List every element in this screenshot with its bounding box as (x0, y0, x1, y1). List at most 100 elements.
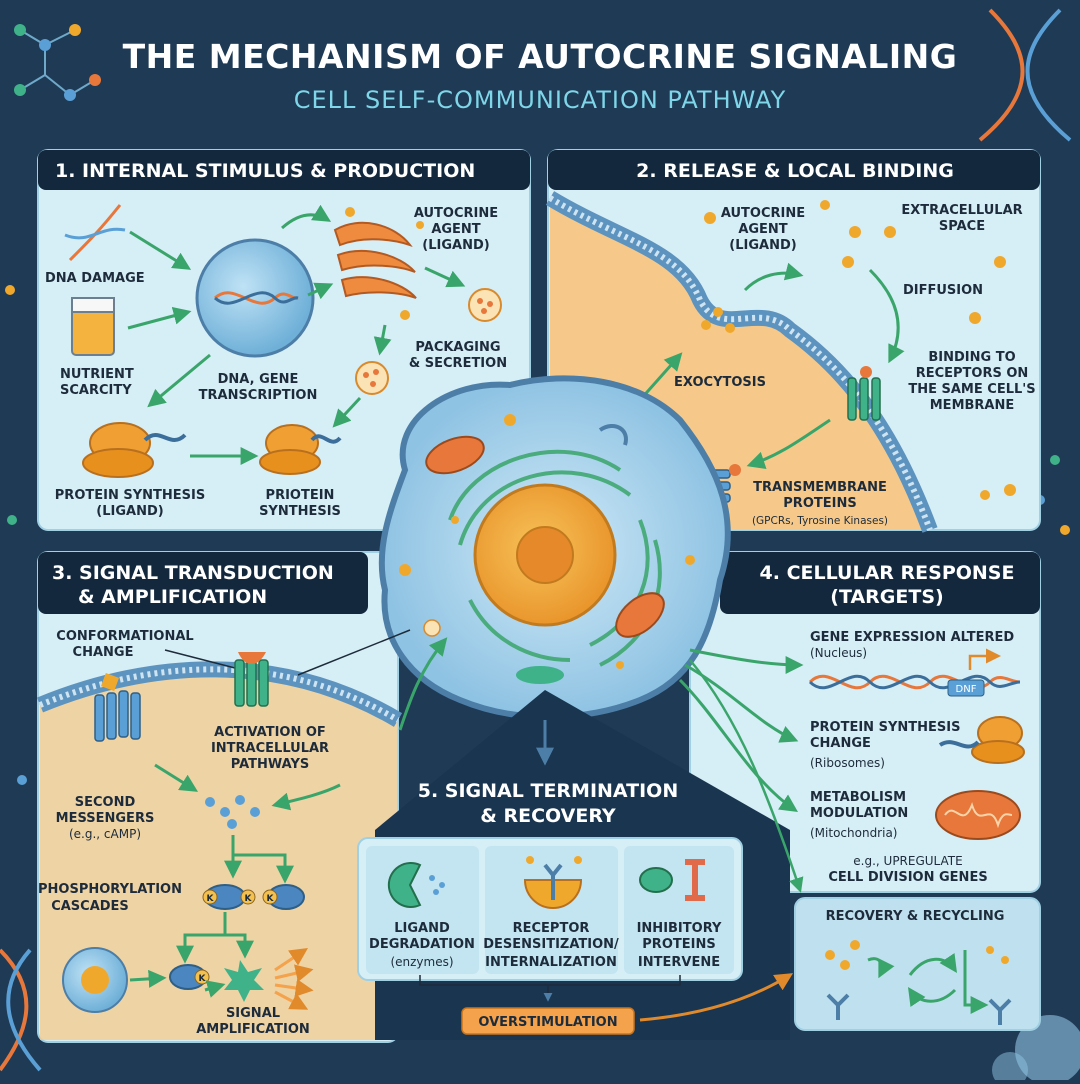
phos-label-1: PHOSPHORYLATION (38, 882, 182, 897)
kinase-badge-4 (194, 969, 210, 985)
response-ribosome-icon (938, 716, 1025, 764)
recovery-label: RECOVERY & RECYCLING (826, 909, 1005, 924)
space-label-2: SPACE (939, 219, 985, 234)
second-messenger-dots-icon (205, 795, 260, 829)
panel1-agent-label-3: (LIGAND) (422, 238, 489, 253)
inh-label-2: PROTEINS (642, 937, 715, 952)
panel-3-membrane-icon (36, 661, 403, 727)
panel-2-header-bar (548, 150, 1040, 190)
nutrient-beaker-icon (71, 297, 115, 356)
gene-label-2: (Nucleus) (810, 646, 867, 660)
gene-dna-icon (213, 291, 299, 305)
kinase-label-2: K (245, 894, 253, 904)
tm-label-1: TRANSMEMBRANE (753, 480, 887, 495)
panel-cellular-response: 4. CELLULAR RESPONSE (TARGETS) GENE EXPR… (689, 551, 1041, 1031)
gene-label-1: GENE EXPRESSION ALTERED (810, 630, 1014, 645)
vesicle-dots-icon (345, 207, 424, 320)
degraded-fragments-icon (429, 875, 445, 895)
amplification-burst-icon (224, 960, 264, 1002)
inh-label-1: INHIBITORY (637, 921, 722, 936)
response-to-recovery-arrow (689, 659, 804, 893)
deg-label-3: (enzymes) (390, 955, 453, 969)
synth-2-label-2: SYNTHESIS (259, 504, 341, 519)
molecule-atoms-icon (14, 24, 101, 101)
cell-decor-small-icon (992, 1052, 1028, 1084)
desensitized-receptor-icon (543, 863, 563, 900)
pathway-activation-arrow (398, 637, 448, 731)
golgi-apparatus-icon (333, 221, 417, 299)
panel-1-header: 1. INTERNAL STIMULUS & PRODUCTION (55, 160, 475, 182)
central-vesicle-icon (516, 666, 564, 684)
overstim-to-recovery-arrow (639, 973, 794, 1022)
molecule-decor-icon (19, 29, 96, 97)
tm-label-2: PROTEINS (783, 496, 856, 511)
gpcr-ligand-icon (101, 673, 119, 691)
molecule-decor-left-icon (5, 285, 27, 785)
panel-3-header-2: & AMPLIFICATION (78, 586, 267, 608)
synth-2-label-1: PRIOTEIN (266, 488, 335, 503)
kinase-cascade-icon (204, 884, 305, 910)
metab-label-3: (Mitochondria) (810, 826, 898, 840)
tm-label-3: (GPCRs, Tyrosine Kinases) (752, 515, 888, 527)
page-title: THE MECHANISM OF AUTOCRINE SIGNALING (123, 37, 958, 76)
protein-label-3: (Ribosomes) (810, 756, 885, 770)
endocytic-vesicle-icon (423, 619, 441, 637)
desens-ligands-icon (526, 856, 582, 864)
binding-label-2: RECEPTORS ON (916, 366, 1029, 381)
panel-2-header: 2. RELEASE & LOCAL BINDING (636, 160, 954, 182)
secretory-vesicle-2-icon (355, 361, 389, 395)
panel-5-header-1: 5. SIGNAL TERMINATION (418, 780, 679, 802)
gene-expression-dna-icon (808, 674, 1021, 690)
activated-receptor-icon (234, 659, 269, 707)
termination-card-desensitization (485, 846, 618, 974)
binding-label-4: MEMBRANE (930, 398, 1015, 413)
inhibitor-block-icon (685, 859, 705, 901)
panel-internal-stimulus: 1. INTERNAL STIMULUS & PRODUCTION DNA DA… (37, 149, 531, 531)
dna-decor-bottom-icon (0, 948, 42, 1072)
cell-to-receptor-pointer (297, 629, 411, 676)
panel-5-header-2: & RECOVERY (480, 805, 616, 827)
ribosome-2-icon (259, 424, 342, 475)
panel-3-arrows (129, 763, 341, 998)
inhibitor-protein-icon (639, 867, 673, 893)
des-label-2: DESENSITIZATION/ (483, 937, 619, 952)
bound-ligand-icon (860, 366, 872, 378)
overstim-label: OVERSTIMULATION (478, 1015, 617, 1030)
metab-label-1: METABOLISM (810, 790, 906, 805)
packaging-label-2: & SECRETION (409, 356, 507, 371)
synth-ligand-label-2: (LIGAND) (96, 504, 163, 519)
second-label-2: MESSENGERS (56, 811, 155, 826)
synth-ligand-label-1: PROTEIN SYNTHESIS (55, 488, 205, 503)
tm-ligand-icon (729, 464, 741, 476)
kinase-badge-1 (202, 889, 218, 905)
panel-3-header-1: 3. SIGNAL TRANSDUCTION (52, 562, 334, 584)
panel-3-cytoplasm (40, 669, 398, 1040)
cell-granules-icon (399, 414, 695, 669)
kinase-label-1: K (207, 894, 215, 904)
kinase-label-4: K (199, 974, 207, 984)
transcription-label-2: TRANSCRIPTION (199, 388, 318, 403)
membrane-receptor-icon (847, 377, 881, 421)
amplification-rays-icon (274, 948, 314, 1010)
phos-label-2: CASCADES (51, 899, 129, 914)
panel-4-header-1: 4. CELLULAR RESPONSE (760, 562, 1015, 584)
termination-bracket (419, 975, 681, 1000)
overstimulation-badge (461, 1007, 635, 1035)
nucleolus-icon (516, 526, 574, 584)
dna-damage-icon (64, 204, 126, 262)
secretory-vesicle-icon (468, 288, 502, 322)
kinase-label-3: K (267, 894, 275, 904)
exocytosis-pit-icon (598, 424, 628, 446)
panel-3-header-bar (38, 552, 368, 614)
conf-pointer (164, 649, 236, 669)
gene-tag-badge (947, 679, 985, 697)
recycled-receptor-icon (826, 993, 1012, 1025)
eg-label-1: e.g., UPREGULATE (853, 854, 962, 868)
eg-label-2: CELL DIVISION GENES (828, 870, 987, 885)
panel1-agent-label-2: AGENT (431, 222, 480, 237)
panel-1-arrows (127, 204, 466, 465)
recovery-ligands-icon (825, 940, 1009, 970)
transcription-label-1: DNA, GENE (218, 372, 299, 387)
